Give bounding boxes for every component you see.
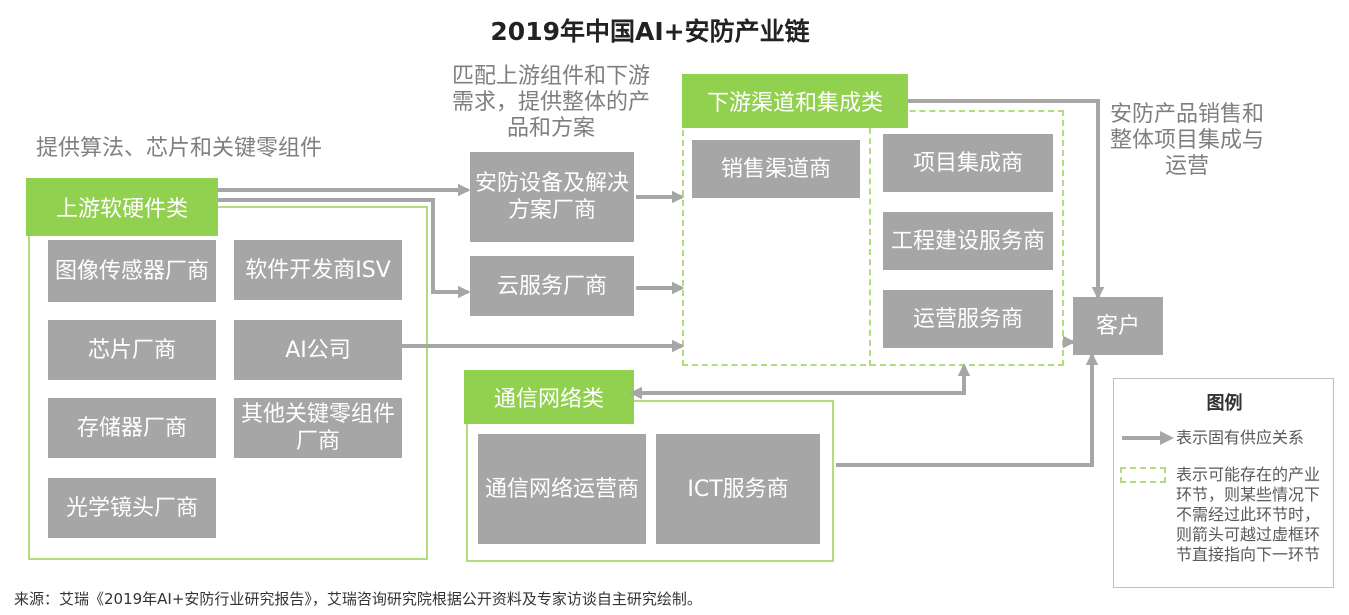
box-storage-vendor: 存储器厂商 — [48, 398, 216, 458]
network-frame — [466, 400, 834, 562]
legend-panel: 图例 表示固有供应关系 表示可能存在的产业环节，则某些情况下不需经过此环节时，则… — [1113, 378, 1334, 588]
upstream-frame — [28, 206, 428, 560]
box-other-components: 其他关键零组件厂商 — [234, 398, 402, 458]
box-operation-service: 运营服务商 — [883, 290, 1053, 348]
downstream-label: 下游渠道和集成类 — [682, 74, 908, 128]
legend-dash-text: 表示可能存在的产业环节，则某些情况下不需经过此环节时，则箭头可越过虚框环节直接指… — [1176, 465, 1321, 564]
box-ai-company: AI公司 — [234, 320, 402, 380]
legend-arrow-icon — [1122, 431, 1174, 445]
box-engineering-service: 工程建设服务商 — [883, 212, 1053, 270]
legend-arrow-text: 表示固有供应关系 — [1176, 428, 1305, 447]
box-customer: 客户 — [1073, 297, 1163, 355]
box-security-equipment: 安防设备及解决方案厂商 — [470, 152, 634, 242]
legend-title: 图例 — [1206, 393, 1243, 414]
box-sales-channel: 销售渠道商 — [692, 140, 860, 198]
box-cloud-service: 云服务厂商 — [470, 256, 634, 316]
box-chip-vendor: 芯片厂商 — [48, 320, 216, 380]
upstream-label: 上游软硬件类 — [26, 178, 218, 236]
customer-note: 安防产品销售和整体项目集成与运营 — [1109, 102, 1264, 179]
box-network-operator: 通信网络运营商 — [478, 434, 646, 544]
network-label: 通信网络类 — [464, 370, 634, 424]
legend-dash-icon — [1120, 467, 1166, 483]
diagram-title: 2019年中国AI+安防产业链 — [490, 17, 810, 46]
box-project-integrator: 项目集成商 — [883, 134, 1053, 192]
box-optical-lens: 光学镜头厂商 — [48, 478, 216, 538]
source-note: 来源：艾瑞《2019年AI+安防行业研究报告》，艾瑞咨询研究院根据公开资料及专家… — [14, 590, 702, 608]
downstream-divider — [869, 128, 871, 366]
box-image-sensor: 图像传感器厂商 — [48, 240, 216, 302]
box-software-isv: 软件开发商ISV — [234, 240, 402, 300]
upstream-note: 提供算法、芯片和关键零组件 — [36, 136, 323, 161]
box-ict-service: ICT服务商 — [656, 434, 820, 544]
midstream-note: 匹配上游组件和下游需求，提供整体的产品和方案 — [451, 64, 650, 141]
